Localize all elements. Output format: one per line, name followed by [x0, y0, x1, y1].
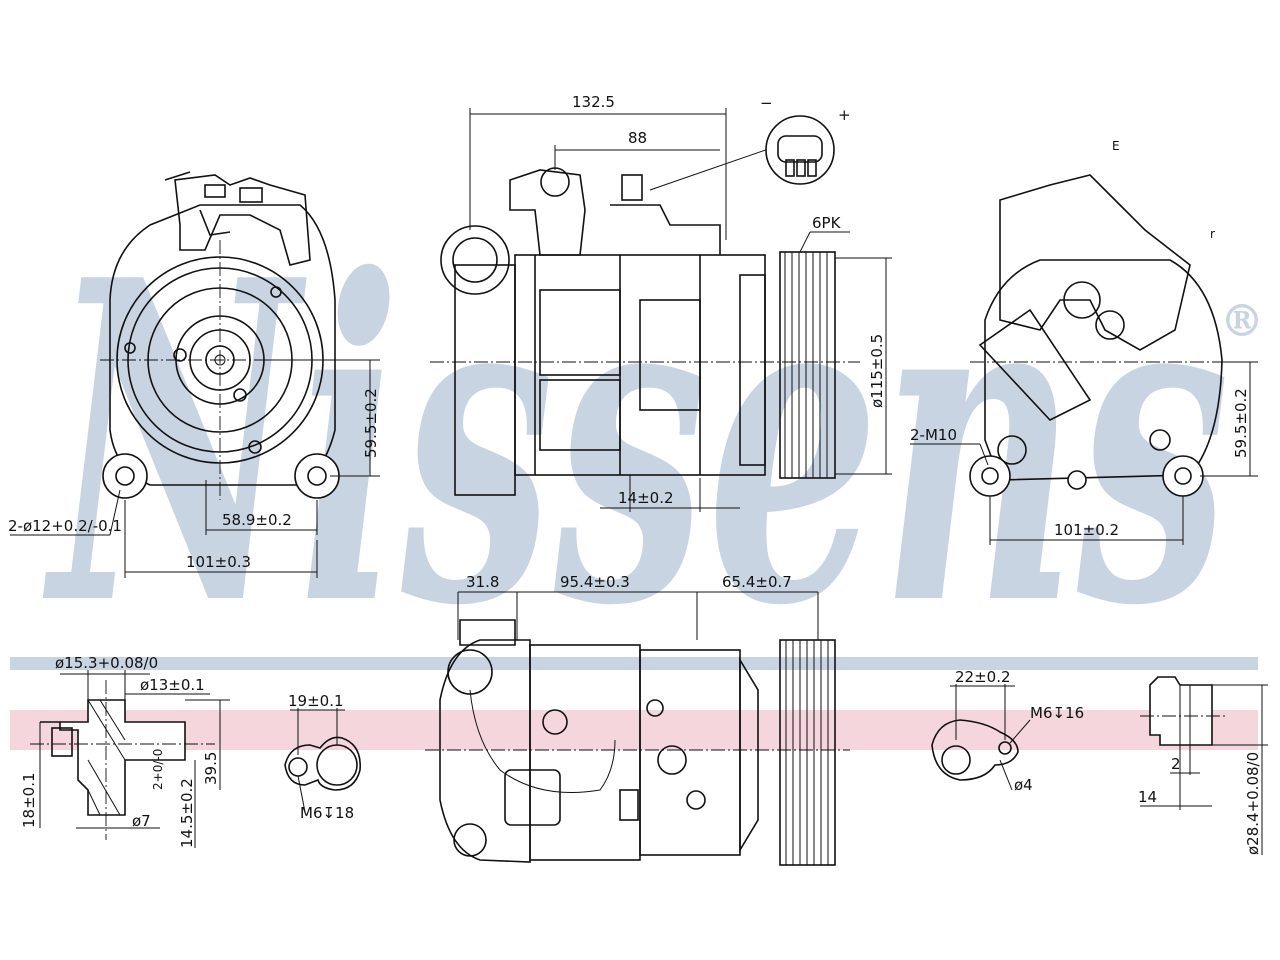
rear-mark-e: E	[1112, 139, 1120, 153]
rear-bolt-spacing-label: 101±0.2	[1054, 521, 1119, 539]
port-height-label: 39.5	[202, 752, 220, 785]
connector-plus: +	[838, 106, 851, 124]
plug-length-label: 14	[1138, 788, 1157, 806]
side-dimensions: 132.5 88 6PK ø115±0.5 14±0.2	[469, 93, 892, 512]
port-base-label: 18±0.1	[20, 772, 38, 828]
rear-mark-r: r	[1210, 227, 1215, 241]
rear-threads-label: 2-M10	[910, 426, 957, 444]
flange2-hole-label: ø4	[1014, 776, 1033, 794]
flange1-dist-label: 19±0.1	[288, 692, 344, 710]
port-inner-dia-label: ø13±0.1	[140, 676, 205, 694]
rear-height-label: 59.5±0.2	[1232, 388, 1250, 458]
port-depth-b-label: 14.5±0.2	[178, 778, 196, 848]
front-holes-label: 2-ø12+0.2/-0.1	[8, 517, 122, 535]
flange1-thread-label: M6↧18	[300, 804, 354, 822]
plug-dia-label: ø28.4+0.08/0	[1244, 752, 1262, 855]
port-section	[30, 680, 215, 840]
overall-length-label: 132.5	[572, 93, 615, 111]
blue-band	[10, 657, 1258, 670]
brand-watermark: Nissens ®	[10, 185, 1264, 750]
front-height-label: 59.5±0.2	[362, 388, 380, 458]
flange-1: 19±0.1 M6↧18	[284, 692, 361, 822]
side-view	[430, 167, 860, 496]
port-small-dia-label: ø7	[132, 812, 151, 830]
plug: 2 14 ø28.4+0.08/0	[1138, 676, 1268, 855]
top-view	[425, 619, 850, 866]
front-bolt-spacing-label: 101±0.3	[186, 553, 251, 571]
top-dimensions: 31.8 95.4±0.3 65.4±0.7	[457, 573, 819, 640]
side-a-label: 31.8	[466, 573, 499, 591]
registered-mark: ®	[1220, 296, 1264, 347]
front-half-width-label: 58.9±0.2	[222, 511, 292, 529]
flange2-thread-label: M6↧16	[1030, 704, 1084, 722]
port-depth-a-label: 2+0/-0	[151, 749, 165, 790]
pink-band	[10, 710, 1258, 750]
front-dimensions: 59.5±0.2 58.9±0.2 101±0.3 2-ø12+0.2/-0.1	[8, 359, 380, 578]
rear-view: E r	[969, 139, 1255, 497]
mount-to-clutch-label: 88	[628, 129, 647, 147]
side-b-label: 95.4±0.3	[560, 573, 630, 591]
flange-2: 22±0.2 M6↧16 ø4	[931, 668, 1084, 794]
connector-minus: −	[760, 94, 773, 112]
watermark-text: Nissens	[42, 185, 1230, 702]
port-dia-label: ø15.3+0.08/0	[55, 654, 158, 672]
rear-dimensions: 59.5±0.2 101±0.2 2-M10	[910, 361, 1258, 545]
side-c-label: 65.4±0.7	[722, 573, 792, 591]
plug-width-label: 2	[1171, 755, 1181, 773]
connector-callout: − +	[760, 94, 851, 185]
pulley-diameter-label: ø115±0.5	[868, 334, 886, 408]
port-dimensions: ø15.3+0.08/0 ø13±0.1 39.5 2+0/-0 14.5±0.…	[20, 654, 230, 848]
front-view	[100, 171, 380, 500]
flange2-dist-label: 22±0.2	[955, 668, 1011, 686]
pulley-offset-label: 14±0.2	[618, 489, 674, 507]
belt-type-label: 6PK	[812, 214, 842, 232]
